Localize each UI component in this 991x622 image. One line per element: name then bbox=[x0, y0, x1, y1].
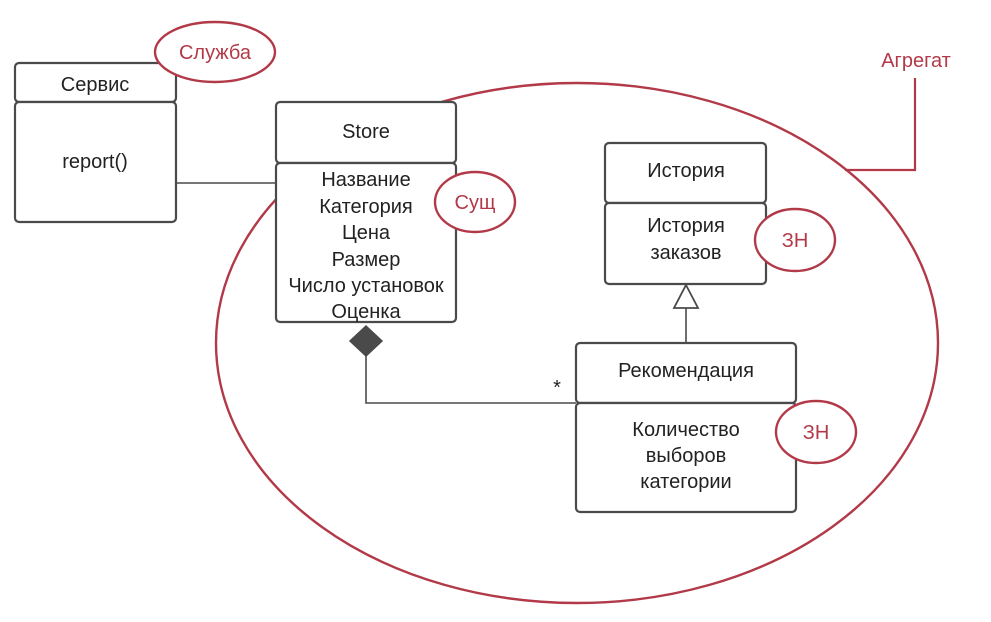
aggregate-boundary bbox=[214, 81, 940, 605]
composition-connector bbox=[365, 356, 576, 404]
store-attribute: Оценка bbox=[331, 301, 401, 323]
generalization-arrowhead bbox=[672, 283, 700, 309]
recommendation-tag: ЗН bbox=[774, 399, 858, 465]
store-attribute: Название bbox=[321, 169, 410, 191]
history-tag-label: ЗН bbox=[782, 230, 809, 252]
service-method: report() bbox=[62, 151, 128, 173]
recommendation-tag-label: ЗН bbox=[803, 422, 830, 444]
aggregate-leader-line bbox=[845, 78, 917, 172]
store-attribute: Размер bbox=[332, 249, 401, 271]
service-methods-compartment bbox=[13, 100, 178, 224]
recommendation-attribute-line: выборов bbox=[646, 445, 726, 467]
store-attribute: Число установок bbox=[288, 275, 444, 297]
recommendation-attribute-line: категории bbox=[640, 471, 731, 493]
store-tag: Сущ bbox=[433, 170, 517, 234]
history-attribute-line: заказов bbox=[650, 242, 721, 264]
store-attribute: Категория bbox=[319, 196, 413, 218]
recommendation-class[interactable]: Рекомендация Количество выборов категори… bbox=[574, 341, 798, 514]
history-name: История bbox=[647, 160, 725, 182]
service-tag: Служба bbox=[153, 20, 277, 84]
service-name: Сервис bbox=[61, 74, 130, 96]
store-tag-label: Сущ bbox=[455, 192, 496, 214]
association-multiplicity: * bbox=[553, 377, 561, 399]
store-attribute: Цена bbox=[342, 222, 391, 244]
recommendation-name: Рекомендация bbox=[618, 360, 754, 382]
service-class[interactable]: Сервис report() bbox=[13, 61, 178, 224]
store-attributes-compartment bbox=[274, 161, 458, 324]
recommendation-attribute-line: Количество bbox=[632, 419, 739, 441]
store-name: Store bbox=[342, 121, 390, 143]
history-tag: ЗН bbox=[753, 207, 837, 273]
service-tag-label: Служба bbox=[179, 42, 252, 64]
history-attribute-line: История bbox=[647, 215, 725, 237]
history-class[interactable]: История История заказов bbox=[603, 141, 768, 286]
aggregate-label: Агрегат bbox=[881, 50, 951, 72]
composition-diamond bbox=[348, 324, 384, 358]
store-class[interactable]: Store Название Категория Цена Размер Чис… bbox=[274, 100, 458, 324]
